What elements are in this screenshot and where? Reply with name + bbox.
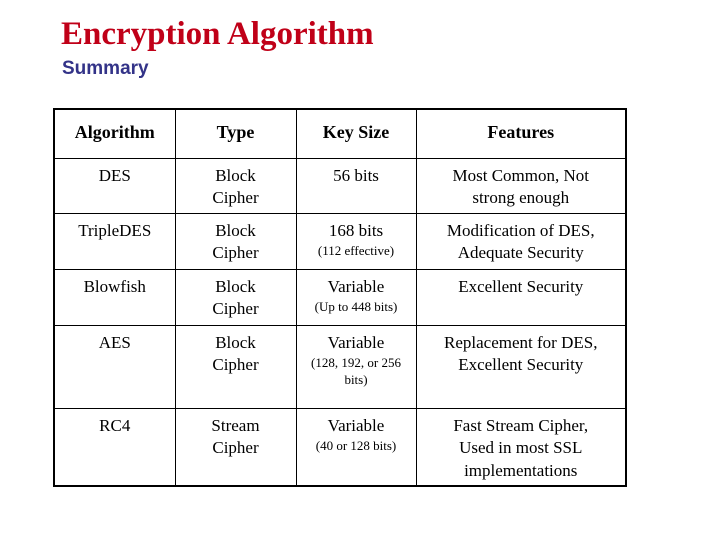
cell-type: Stream Cipher — [174, 407, 297, 487]
table-row-rc4: RC4 Stream Cipher Variable (40 or 128 bi… — [53, 407, 627, 487]
header-cell-key-size: Key Size — [295, 108, 417, 159]
cell-type: Block Cipher — [174, 212, 297, 270]
cell-features: Most Common, Not strong enough — [415, 157, 627, 214]
cell-key-size: Variable (128, 192, or 256 bits) — [295, 324, 417, 409]
type-text: Block Cipher — [212, 165, 259, 208]
header-cell-algorithm: Algorithm — [53, 108, 176, 159]
cell-features: Excellent Security — [415, 268, 627, 326]
table-header-row: Algorithm Type Key Size Features — [53, 108, 627, 159]
type-text: Block Cipher — [212, 276, 259, 319]
table-row-blowfish: Blowfish Block Cipher Variable (Up to 44… — [53, 268, 627, 326]
features-text: Modification of DES, Adequate Security — [446, 220, 595, 263]
cell-algorithm: RC4 — [53, 407, 176, 487]
cell-features: Modification of DES, Adequate Security — [415, 212, 627, 270]
cell-features: Replacement for DES, Excellent Security — [415, 324, 627, 409]
key-size-value: Variable — [327, 415, 385, 435]
cell-type: Block Cipher — [174, 268, 297, 326]
cell-key-size: 56 bits — [295, 157, 417, 214]
type-text: Stream Cipher — [211, 415, 260, 458]
key-size-value: 56 bits — [333, 165, 379, 185]
table-row-des: DES Block Cipher 56 bits Most Common, No… — [53, 157, 627, 214]
table-row-aes: AES Block Cipher Variable (128, 192, or … — [53, 324, 627, 409]
key-size-value: Variable — [327, 332, 385, 352]
key-size-note: (Up to 448 bits) — [314, 299, 398, 315]
key-size-note: (112 effective) — [317, 243, 395, 259]
header-cell-features: Features — [415, 108, 627, 159]
features-text: Replacement for DES, Excellent Security — [444, 332, 598, 375]
cell-features: Fast Stream Cipher, Used in most SSL imp… — [415, 407, 627, 487]
slide-title: Encryption Algorithm — [61, 16, 374, 52]
key-size-value: 168 bits — [328, 220, 384, 240]
type-text: Block Cipher — [212, 332, 259, 375]
cell-algorithm: DES — [53, 157, 176, 214]
table-row-tripledes: TripleDES Block Cipher 168 bits (112 eff… — [53, 212, 627, 270]
key-size-note: (40 or 128 bits) — [315, 438, 397, 454]
header-cell-type: Type — [174, 108, 297, 159]
key-size-note: (128, 192, or 256 bits) — [311, 355, 401, 388]
encryption-summary-table: Algorithm Type Key Size Features DES Blo… — [53, 108, 627, 487]
cell-key-size: 168 bits (112 effective) — [295, 212, 417, 270]
cell-key-size: Variable (Up to 448 bits) — [295, 268, 417, 326]
features-text: Most Common, Not strong enough — [452, 165, 590, 208]
cell-type: Block Cipher — [174, 157, 297, 214]
cell-type: Block Cipher — [174, 324, 297, 409]
key-size-value: Variable — [327, 276, 385, 296]
cell-key-size: Variable (40 or 128 bits) — [295, 407, 417, 487]
cell-algorithm: AES — [53, 324, 176, 409]
features-text: Fast Stream Cipher, Used in most SSL imp… — [453, 415, 589, 481]
cell-algorithm: TripleDES — [53, 212, 176, 270]
features-text: Excellent Security — [458, 276, 584, 296]
type-text: Block Cipher — [212, 220, 259, 263]
slide-subtitle: Summary — [62, 58, 149, 79]
cell-algorithm: Blowfish — [53, 268, 176, 326]
